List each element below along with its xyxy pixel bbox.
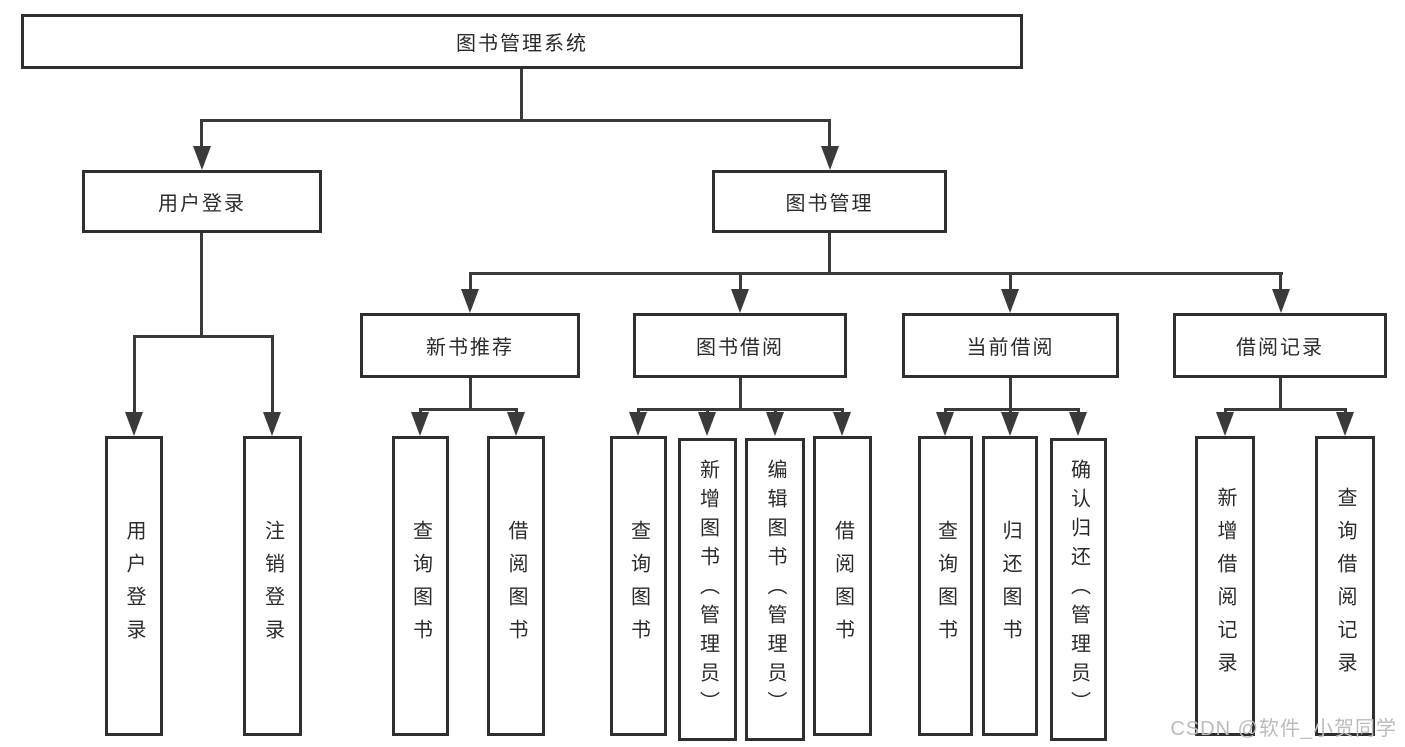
leaf-logout: 注销登录	[243, 436, 302, 736]
arrow-down-icon	[507, 412, 525, 436]
leaf-borrow-book: 借阅图书	[813, 436, 872, 736]
connector-segment	[637, 408, 844, 411]
arrow-down-icon	[1001, 412, 1019, 436]
arrow-down-icon	[1001, 289, 1019, 313]
node-new-book-recommend: 新书推荐	[360, 313, 580, 378]
connector-segment	[828, 119, 831, 148]
arrow-down-icon	[766, 412, 784, 436]
connector-segment	[1279, 378, 1282, 410]
arrow-down-icon	[833, 412, 851, 436]
connector-segment	[739, 272, 742, 291]
arrow-down-icon	[698, 412, 716, 436]
connector-segment	[469, 378, 472, 410]
connector-segment	[739, 378, 742, 410]
leaf-user-login: 用户登录	[105, 436, 163, 736]
connector-segment	[133, 335, 136, 414]
arrow-down-icon	[936, 412, 954, 436]
connector-segment	[1009, 272, 1012, 291]
connector-segment	[469, 272, 1283, 275]
connector-segment	[200, 233, 203, 337]
leaf-add-book-admin: 新增图书（管理员）	[678, 438, 737, 741]
node-user-login: 用户登录	[82, 170, 322, 233]
leaf-query-borrow-record: 查询借阅记录	[1315, 436, 1375, 736]
connector-segment	[1279, 272, 1282, 291]
node-borrow-record: 借阅记录	[1173, 313, 1387, 378]
arrow-down-icon	[731, 289, 749, 313]
leaf-add-borrow-record: 新增借阅记录	[1195, 436, 1255, 736]
leaf-borrow-query-book: 查询图书	[610, 436, 667, 736]
connector-segment	[520, 69, 523, 122]
arrow-down-icon	[411, 412, 429, 436]
connector-segment	[1224, 408, 1346, 411]
arrow-down-icon	[263, 412, 281, 436]
connector-segment	[828, 233, 831, 274]
arrow-down-icon	[1272, 289, 1290, 313]
leaf-recommend-query-book: 查询图书	[392, 436, 449, 736]
leaf-edit-book-admin: 编辑图书（管理员）	[745, 438, 805, 741]
leaf-confirm-return-admin: 确认归还（管理员）	[1050, 438, 1107, 741]
connector-segment	[200, 119, 831, 122]
connector-segment	[133, 335, 274, 338]
arrow-down-icon	[1069, 412, 1087, 436]
leaf-current-query-book: 查询图书	[918, 436, 973, 736]
arrow-down-icon	[193, 146, 211, 170]
arrow-down-icon	[125, 412, 143, 436]
connector-segment	[1009, 378, 1012, 410]
node-current-borrow: 当前借阅	[902, 313, 1119, 378]
leaf-recommend-borrow-book: 借阅图书	[487, 436, 545, 736]
arrow-down-icon	[1216, 412, 1234, 436]
watermark: CSDN @软件_小贺同学	[1170, 718, 1397, 740]
node-root: 图书管理系统	[21, 14, 1023, 69]
connector-segment	[200, 119, 203, 148]
arrow-down-icon	[821, 146, 839, 170]
connector-segment	[944, 408, 1080, 411]
connector-segment	[469, 272, 472, 291]
arrow-down-icon	[1336, 412, 1354, 436]
node-book-management: 图书管理	[712, 170, 947, 233]
connector-segment	[419, 408, 518, 411]
arrow-down-icon	[629, 412, 647, 436]
node-book-borrow: 图书借阅	[633, 313, 847, 378]
connector-segment	[271, 335, 274, 414]
leaf-return-book: 归还图书	[982, 436, 1038, 736]
arrow-down-icon	[461, 289, 479, 313]
